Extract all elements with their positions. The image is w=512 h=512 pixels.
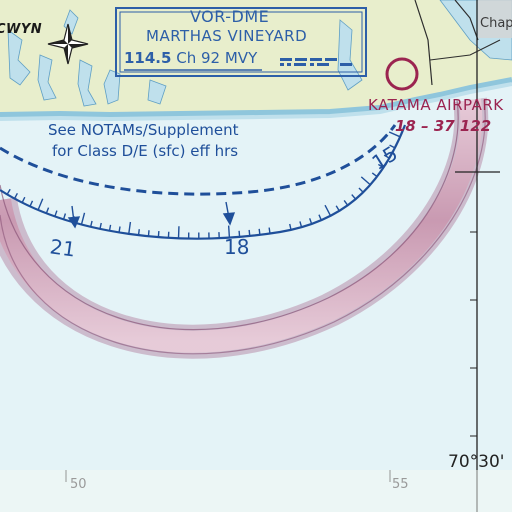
road xyxy=(454,0,479,41)
compass-tick xyxy=(6,188,11,195)
compass-tick xyxy=(137,229,140,236)
compass-tick xyxy=(324,204,332,217)
compass-tick xyxy=(335,205,340,212)
compass-tick xyxy=(54,210,58,217)
notam-note-line2: for Class D/E (sfc) eff hrs xyxy=(52,142,239,160)
road xyxy=(429,39,501,61)
compass-tick xyxy=(383,154,390,159)
island-land xyxy=(0,0,512,115)
class-e-halo-edge xyxy=(0,99,459,331)
waypoint-label: CWYN xyxy=(0,22,43,37)
salt-pond xyxy=(7,29,31,86)
longitude-label: 70°30' xyxy=(448,452,505,472)
compass-arrow-icon xyxy=(222,201,236,226)
airport-info: 18 – 37 122 xyxy=(395,117,492,135)
compass-tick xyxy=(268,227,271,234)
compass-tick xyxy=(360,176,371,186)
salt-pond xyxy=(77,59,97,107)
vor-dme-box xyxy=(115,7,367,77)
compass-tick xyxy=(45,207,50,214)
compass-tick xyxy=(377,163,384,169)
compass-rose-ticks xyxy=(6,131,401,239)
compass-tick xyxy=(389,144,396,149)
compass-tick xyxy=(108,224,112,231)
compass-tick xyxy=(248,229,251,236)
town-label: Chap xyxy=(480,16,512,31)
compass-tick xyxy=(13,192,18,199)
compass-tick xyxy=(118,226,121,233)
vor-identifier: MVY xyxy=(224,49,258,67)
airport-symbol-icon xyxy=(385,57,419,91)
shoreline-tint xyxy=(0,82,512,122)
vor-frequency-row: 114.5 Ch 92 MVY xyxy=(124,49,257,67)
compass-label-21: 21 xyxy=(48,234,77,262)
notam-note-line1: See NOTAMs/Supplement xyxy=(48,121,239,139)
road xyxy=(414,0,433,86)
compass-rose-arc xyxy=(0,124,407,240)
compass-tick xyxy=(147,230,150,237)
vor-name-label: MARTHAS VINEYARD xyxy=(146,27,308,45)
compass-tick xyxy=(299,221,303,228)
compass-tick xyxy=(371,172,378,178)
waypoint-star-icon xyxy=(47,23,89,65)
salt-pond xyxy=(103,69,121,105)
compass-tick xyxy=(309,218,313,225)
airport-name: KATAMA AIRPARK xyxy=(368,96,504,114)
compass-tick xyxy=(62,213,67,220)
compass-tick xyxy=(388,131,401,138)
salt-pond xyxy=(147,79,167,105)
vor-frequency: 114.5 xyxy=(124,49,172,67)
town-area xyxy=(478,0,512,38)
class-d-boundary xyxy=(0,124,397,196)
compass-tick xyxy=(351,194,357,200)
compass-label-18: 18 xyxy=(224,235,250,259)
compass-tick xyxy=(128,221,132,234)
compass-tick xyxy=(343,200,349,206)
chart-margin xyxy=(0,470,512,512)
class-e-halo xyxy=(0,98,483,353)
compass-tick xyxy=(37,198,44,211)
compass-tick xyxy=(80,212,86,225)
compass-tick xyxy=(227,225,231,238)
compass-arrow-icon xyxy=(67,205,81,229)
salt-pond xyxy=(37,54,57,101)
compass-tick xyxy=(358,187,364,193)
vor-type-label: VOR-DME xyxy=(190,7,270,26)
compass-tick xyxy=(99,222,102,229)
compass-tick xyxy=(289,223,292,231)
morse-code-icon xyxy=(280,58,352,66)
minute-tick-label: 55 xyxy=(392,477,409,492)
compass-tick xyxy=(29,200,34,207)
class-e-halo-edge xyxy=(0,99,486,355)
vor-channel: Ch 92 xyxy=(176,49,221,67)
compass-tick xyxy=(318,214,322,221)
shoreline xyxy=(0,77,512,119)
minute-tick-label: 50 xyxy=(70,477,87,492)
compass-tick xyxy=(21,196,26,203)
compass-tick xyxy=(258,228,261,235)
compass-tick xyxy=(89,220,93,227)
